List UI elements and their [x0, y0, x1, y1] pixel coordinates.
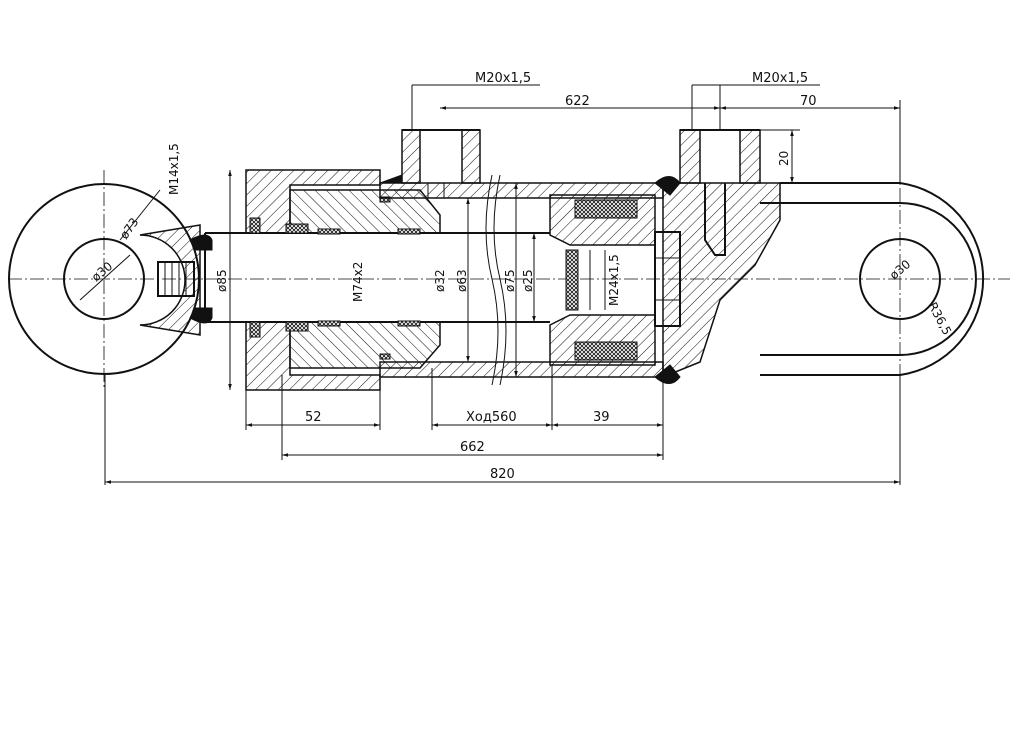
dim-piston-length: 39: [593, 410, 610, 425]
dim-port-to-end: 70: [800, 94, 817, 109]
dim-port-spacing: 622: [565, 94, 590, 109]
dim-bore: ø75: [503, 269, 517, 292]
dim-overall-length: 820: [490, 467, 515, 482]
dim-piston-thread: M24x1,5: [607, 254, 621, 306]
dim-stroke: Ход560: [466, 410, 517, 425]
dim-rod-end-thread: M14x1,5: [167, 143, 181, 195]
dim-eye-outer-dia: ø73: [117, 215, 141, 242]
gland-head: [245, 169, 441, 391]
dim-piston-rod: ø63: [455, 269, 469, 292]
piston-rod: [204, 232, 550, 323]
dim-rod-dia: ø85: [215, 269, 229, 292]
right-eye: [760, 100, 985, 480]
dim-port-height: 20: [777, 151, 791, 166]
cap-end: [654, 129, 781, 384]
dimension-lines: [104, 84, 901, 485]
dim-eye-radius: R36,5: [925, 300, 954, 338]
dim-port-thread-right: M20x1,5: [752, 71, 808, 86]
dim-gland-thread: M74x2: [351, 262, 365, 302]
dim-rod-inner: ø32: [433, 269, 447, 292]
dim-gland-length: 52: [305, 410, 322, 425]
dim-piston-pin: ø25: [521, 269, 535, 292]
dim-body-length: 662: [460, 440, 485, 455]
dim-eye-hole-right: ø30: [887, 257, 913, 282]
dim-port-thread-left: M20x1,5: [475, 71, 531, 86]
grease-nipple: [157, 261, 195, 297]
left-rod-eye: [8, 170, 213, 390]
left-port: [379, 129, 481, 198]
dim-eye-hole-left: ø30: [89, 259, 115, 284]
